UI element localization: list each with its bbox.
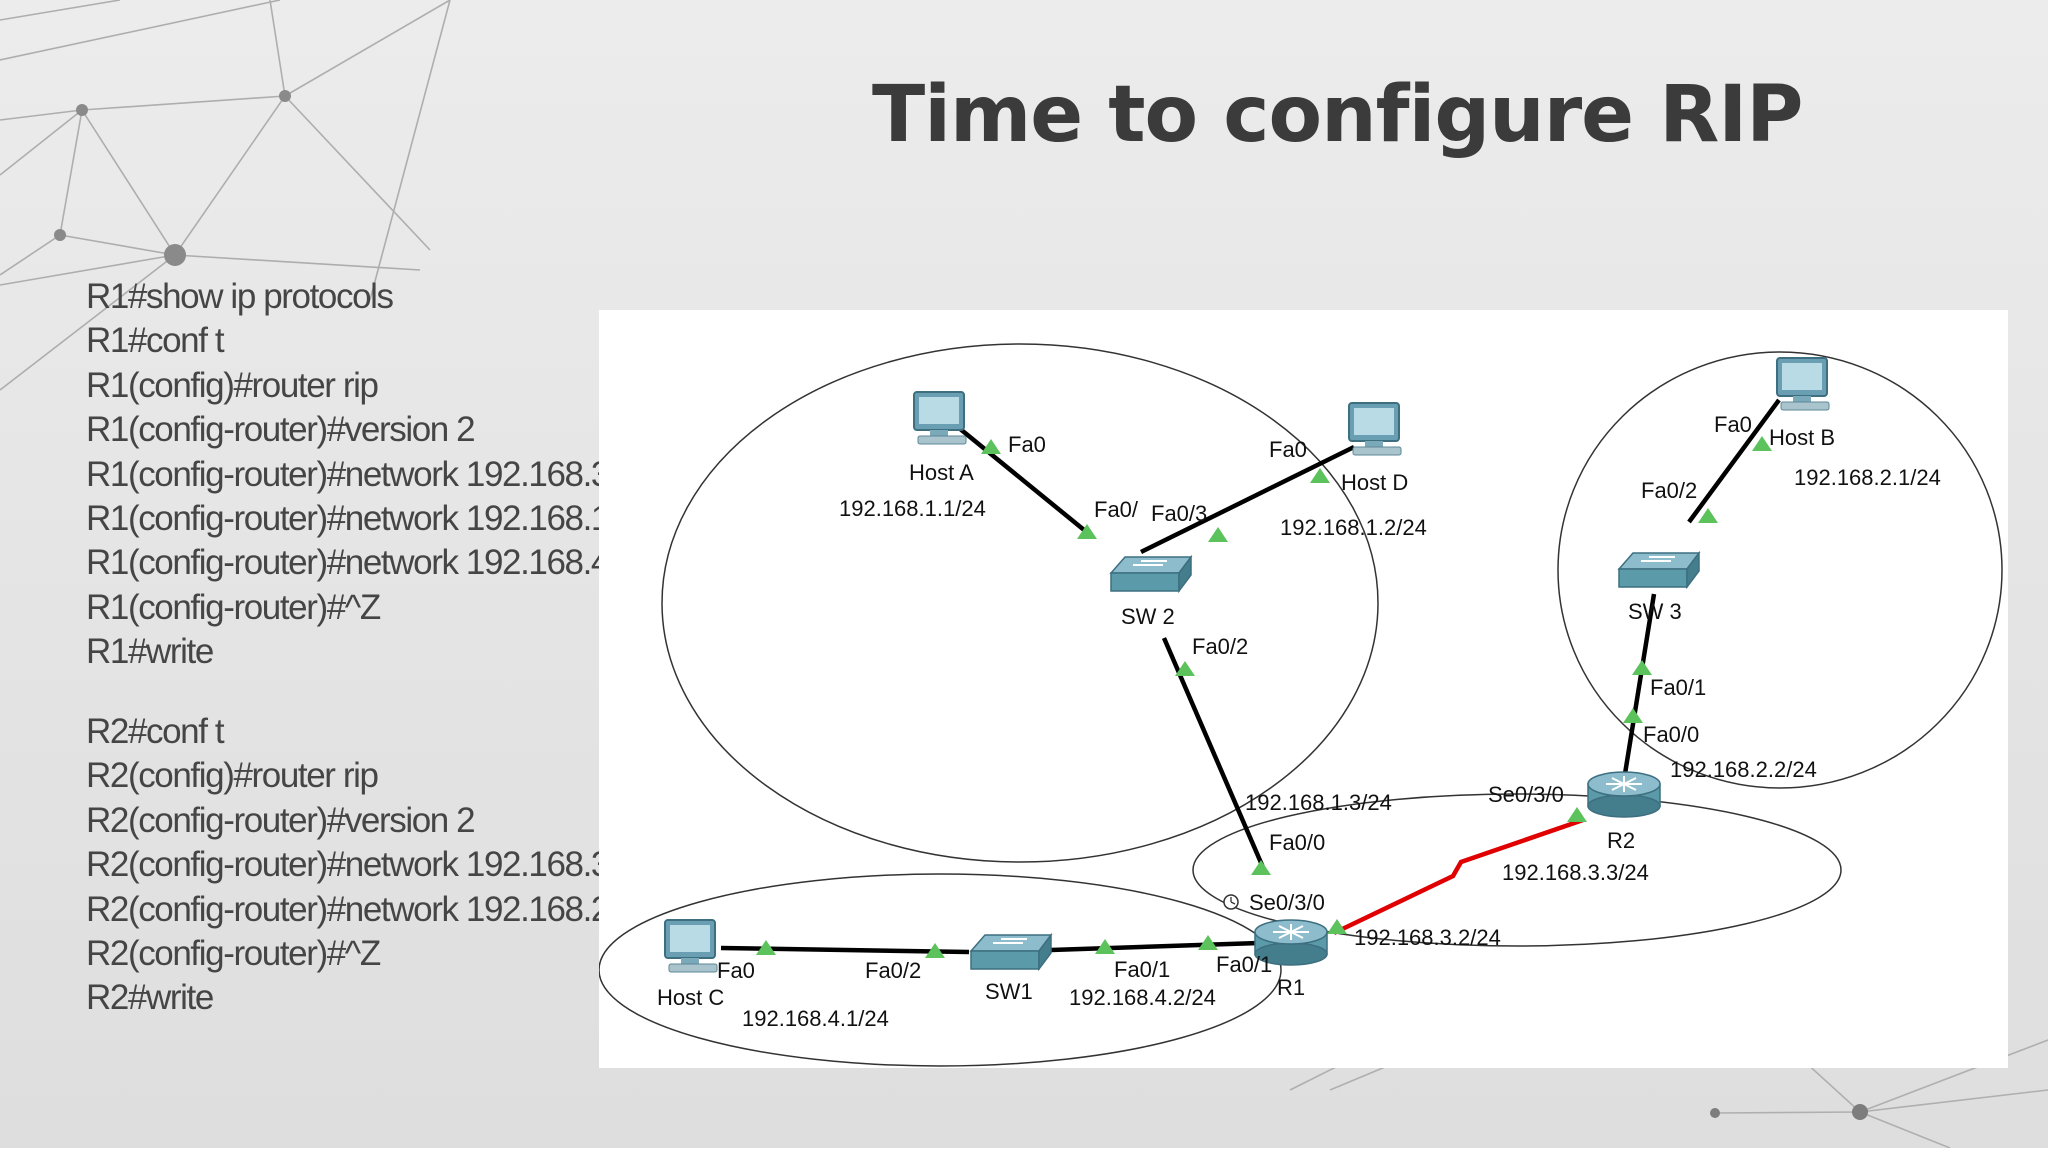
switch-icon-sw2[interactable] [1109, 554, 1193, 594]
link-up-marker [1327, 919, 1347, 934]
device-label-sw3: SW 3 [1628, 599, 1682, 624]
link-up-marker [1632, 660, 1652, 675]
r1-command-line: R1(config-router)#network 192.168.1.0 [86, 499, 637, 539]
link-sw1-r1 [1050, 940, 1260, 953]
r2-command-line: R2(config)#router rip [86, 756, 379, 796]
pc-icon-host-d[interactable] [1348, 402, 1402, 456]
router-icon-r2[interactable] [1587, 771, 1661, 818]
iface-label-sw1-fa0-1: Fa0/1 [1114, 957, 1171, 982]
iface-label-host-d-fa0: Fa0 [1269, 437, 1307, 462]
ip-label-r1-fa0-0: 192.168.1.3/24 [1245, 790, 1392, 815]
iface-label-r2-fa0-0: Fa0/0 [1643, 722, 1700, 747]
device-label-r1: R1 [1277, 975, 1306, 1000]
link-up-marker [1208, 527, 1228, 542]
r1-command-line: R1#write [86, 632, 214, 672]
link-up-marker [1095, 939, 1115, 954]
ip-label-host-c: 192.168.4.1/24 [742, 1006, 889, 1031]
iface-label-sw3-fa0-1: Fa0/1 [1650, 675, 1707, 700]
link-up-marker [756, 940, 776, 955]
iface-label-sw2-fa0-2: Fa0/2 [1192, 634, 1249, 659]
r2-command-line: R2(config-router)#^Z [86, 934, 381, 974]
link-hosta-sw2 [957, 426, 1091, 536]
ip-label-r2-se0-3-0: 192.168.3.3/24 [1502, 860, 1649, 885]
iface-label-r2-se0-3-0: Se0/3/0 [1488, 782, 1564, 807]
link-hostd-sw2 [1140, 444, 1355, 555]
network-192-168-4-ellipse [599, 873, 1282, 1067]
ip-label-host-d: 192.168.1.2/24 [1280, 515, 1427, 540]
link-up-marker [925, 943, 945, 958]
router-icon-r1[interactable] [1254, 919, 1328, 966]
iface-label-sw3-fa0-2: Fa0/2 [1641, 478, 1698, 503]
ip-label-r1-se0-3-0: 192.168.3.2/24 [1354, 925, 1501, 950]
iface-label-sw2-fa0-3: Fa0/3 [1151, 501, 1208, 526]
slide-title: Time to configure RIP [872, 70, 1803, 160]
r1-command-line: R1(config-router)#^Z [86, 587, 381, 627]
device-label-host-a: Host A [909, 460, 974, 485]
link-sw2-r1 [1161, 637, 1268, 873]
switch-icon-sw3[interactable] [1617, 550, 1701, 590]
r1-command-line: R1#show ip protocols [86, 277, 394, 316]
r1-command-list: R1#show ip protocols R1#conf t R1(config… [86, 275, 637, 675]
iface-label-host-a-fa0: Fa0 [1008, 432, 1046, 457]
r1-command-line: R1(config)#router rip [86, 365, 379, 405]
device-label-sw1: SW1 [985, 979, 1033, 1004]
r2-command-line: R2(config-router)#network 192.168.2.0 [86, 889, 637, 929]
network-192-168-3-ellipse [1192, 793, 1842, 947]
r1-command-line: R1(config-router)#network 192.168.3.0 [86, 454, 637, 494]
pc-icon-host-a[interactable] [913, 391, 967, 445]
r2-command-line: R2(config-router)#version 2 [86, 800, 476, 840]
serial-link-r1-r2 [1333, 817, 1584, 936]
topology-links [599, 343, 2003, 1067]
link-up-marker [1310, 468, 1330, 483]
network-192-168-1-ellipse [661, 343, 1379, 863]
ip-label-host-b: 192.168.2.1/24 [1794, 465, 1941, 490]
link-up-marker [1251, 860, 1271, 875]
r2-command-line: R2(config-router)#network 192.168.3.0 [86, 845, 637, 885]
ip-label-r2-fa0-0: 192.168.2.2/24 [1670, 757, 1817, 782]
device-label-host-c: Host C [657, 985, 725, 1010]
link-up-marker [1567, 807, 1587, 822]
network-topology-diagram: Host A Host D Host B Host C SW 2 SW 3 SW… [599, 310, 2008, 1068]
device-label-host-b: Host B [1769, 425, 1836, 450]
pc-icon-host-c[interactable] [664, 919, 718, 973]
pc-icon-host-b[interactable] [1776, 357, 1830, 411]
switch-icon-sw1[interactable] [969, 932, 1053, 972]
link-up-marker [1623, 708, 1643, 723]
clock-icon [1223, 894, 1239, 910]
r1-command-line: R1(config-router)#version 2 [86, 410, 476, 450]
device-label-r2: R2 [1607, 828, 1636, 853]
r2-command-line: R2#conf t [86, 712, 225, 751]
link-up-marker [1175, 661, 1195, 676]
link-up-marker [1698, 508, 1718, 523]
link-up-marker [1077, 524, 1097, 539]
r2-command-line: R2#write [86, 978, 214, 1018]
r1-command-line: R1#conf t [86, 321, 225, 361]
iface-label-r1-se0-3-0: Se0/3/0 [1249, 890, 1325, 915]
link-up-marker [1752, 436, 1772, 451]
bottom-strip [0, 1148, 2048, 1152]
iface-label-host-c-fa0: Fa0 [717, 958, 755, 983]
iface-label-sw2-fa0-1: Fa0/ [1094, 497, 1139, 522]
r2-command-list: R2#conf t R2(config)#router rip R2(confi… [86, 710, 637, 1021]
r1-command-line: R1(config-router)#network 192.168.4.0 [86, 543, 637, 583]
ip-label-r1-fa0-1: 192.168.4.2/24 [1069, 985, 1216, 1010]
link-up-marker [981, 439, 1001, 454]
iface-label-sw1-fa0-2: Fa0/2 [865, 958, 922, 983]
device-label-host-d: Host D [1341, 470, 1409, 495]
link-sw3-r2 [1621, 593, 1657, 781]
iface-label-r1-fa0-1: Fa0/1 [1216, 952, 1273, 977]
network-192-168-2-ellipse [1557, 351, 2003, 789]
device-label-sw2: SW 2 [1121, 604, 1175, 629]
iface-label-host-b-fa0: Fa0 [1714, 412, 1752, 437]
link-up-marker [1198, 935, 1218, 950]
ip-label-host-a: 192.168.1.1/24 [839, 496, 986, 521]
iface-label-r1-fa0-0: Fa0/0 [1269, 830, 1326, 855]
link-hostb-sw3 [1687, 398, 1781, 524]
